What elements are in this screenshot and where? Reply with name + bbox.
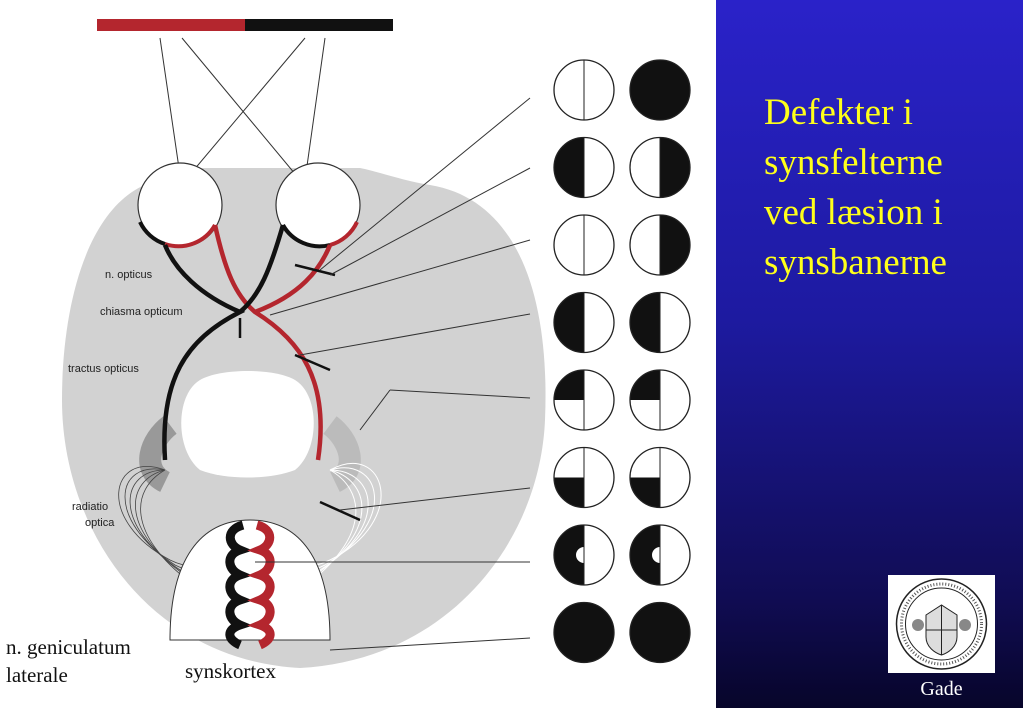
title-line: ved læsion i xyxy=(764,192,943,233)
left-visual-cortex xyxy=(225,520,253,650)
visual-pathway-diagram: n. opticus chiasma opticum tractus optic… xyxy=(6,19,691,687)
field-circle-left-half-macular-sparing xyxy=(629,524,691,586)
label-geniculatum-2: laterale xyxy=(6,663,68,687)
seal-icon xyxy=(895,578,988,670)
visual-field-defects xyxy=(553,59,691,664)
field-circle-left-half xyxy=(553,291,615,354)
field-bar-right xyxy=(245,19,393,31)
field-circle-blind xyxy=(629,601,691,664)
field-circle-temporal-half xyxy=(629,136,691,199)
right-retina-nasal xyxy=(281,223,331,249)
diagram-panel: n. opticus chiasma opticum tractus optic… xyxy=(6,19,691,687)
field-circle-blind xyxy=(629,59,691,121)
lesion-marks xyxy=(238,263,361,522)
field-circle-left-half xyxy=(629,291,691,354)
field-circle-right-half xyxy=(629,214,691,276)
label-chiasma: chiasma opticum xyxy=(100,306,183,318)
left-optic-tract xyxy=(162,244,246,461)
right-optic-nerve-nasal xyxy=(238,224,286,314)
right-retina-temporal xyxy=(329,221,359,247)
label-n-opticus: n. opticus xyxy=(105,269,153,281)
field-circle-normal xyxy=(553,214,615,276)
occipital-lobe xyxy=(169,519,331,641)
title-line: Defekter i xyxy=(764,92,913,133)
right-visual-cortex xyxy=(247,520,275,650)
field-circle-blind xyxy=(553,601,615,664)
field-circle-upper-left-quadrant xyxy=(553,369,615,431)
pointer-lines xyxy=(255,97,531,651)
midbrain xyxy=(181,371,314,478)
field-circle-left-half-macular-sparing xyxy=(553,524,615,586)
left-retina-nasal xyxy=(164,223,217,249)
university-seal-logo xyxy=(888,575,995,673)
right-optic-nerve xyxy=(254,244,333,315)
title-line: synsbanerne xyxy=(764,242,947,283)
field-circle-upper-left-quadrant xyxy=(629,369,691,431)
field-circle-normal xyxy=(553,59,615,121)
title-line: synsfelterne xyxy=(764,142,943,183)
field-circle-lower-left-quadrant xyxy=(629,446,691,509)
field-bar-left xyxy=(97,19,245,31)
left-retina-temporal xyxy=(138,221,166,246)
right-optic-tract-red xyxy=(212,224,323,461)
label-synskortex: synskortex xyxy=(185,659,276,683)
label-geniculatum-1: n. geniculatum xyxy=(6,635,131,659)
slide-title: Defekter i synsfelterne ved læsion i synsba… xyxy=(764,88,947,288)
label-radiatio-2: optica xyxy=(85,517,115,529)
field-circle-temporal-half xyxy=(553,136,615,199)
author-name: Gade xyxy=(920,678,963,700)
label-tractus: tractus opticus xyxy=(68,363,139,375)
label-radiatio-1: radiatio xyxy=(72,501,108,513)
field-circle-lower-left-quadrant xyxy=(553,446,615,509)
